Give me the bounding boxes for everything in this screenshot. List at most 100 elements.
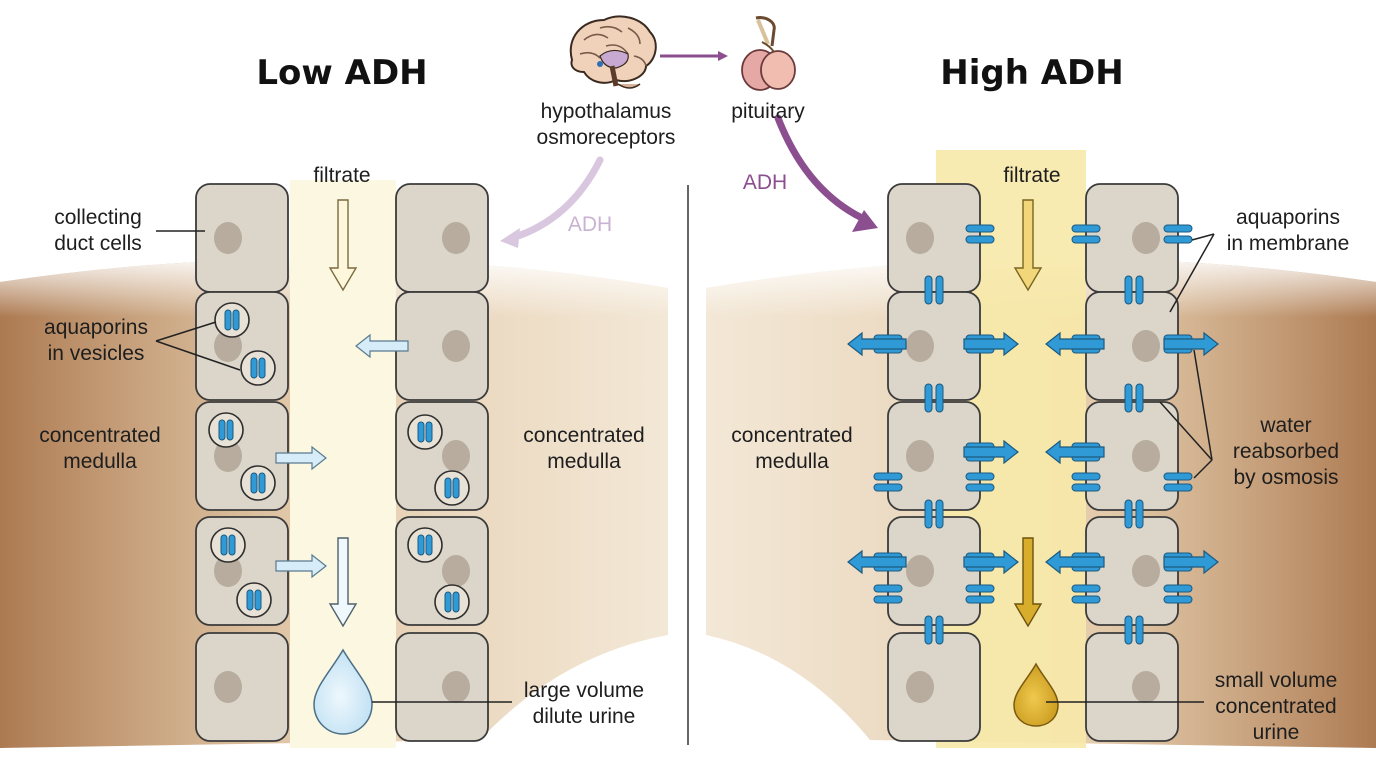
water-arrow bbox=[963, 439, 1019, 465]
membrane-aquaporin bbox=[1163, 235, 1193, 244]
vesicles-label-line1: aquaporins bbox=[44, 316, 148, 339]
vesicle-aquaporin bbox=[224, 309, 232, 331]
cell-nucleus bbox=[442, 671, 470, 703]
vesicle-layer bbox=[208, 302, 470, 620]
dilute-urine-label-line2: dilute urine bbox=[533, 705, 636, 728]
adh-arrow-high bbox=[774, 114, 866, 222]
aquaporin-vesicle bbox=[434, 470, 470, 506]
membrane-aquaporin bbox=[873, 483, 903, 492]
membrane-aquaporin bbox=[1135, 275, 1144, 305]
vesicle-aquaporin bbox=[258, 357, 266, 379]
cell-nucleus bbox=[214, 555, 242, 587]
membrane-aquaporin bbox=[924, 499, 933, 529]
cell-nucleus bbox=[1132, 330, 1160, 362]
water-arrow-faint bbox=[355, 333, 409, 359]
membrane-aquaporin bbox=[1163, 472, 1193, 481]
membrane-aquaporin bbox=[1071, 595, 1101, 604]
adh-arrow-high-head bbox=[852, 210, 878, 232]
water-arrow bbox=[1045, 331, 1105, 357]
aquaporin-vesicle bbox=[214, 302, 250, 338]
filtrate-flow-arrows bbox=[328, 199, 1043, 628]
medulla-right-label-line2: medulla bbox=[547, 450, 621, 473]
water-arrow-layer bbox=[275, 331, 1219, 579]
vesicle-aquaporin bbox=[246, 589, 254, 611]
vesicle-aquaporin bbox=[228, 534, 236, 556]
water-label-line3: by osmosis bbox=[1233, 466, 1338, 489]
membrane-aquaporin bbox=[965, 472, 995, 481]
membrane-aquaporin bbox=[1163, 584, 1193, 593]
water-arrow bbox=[847, 331, 907, 357]
cell-nucleus bbox=[214, 440, 242, 472]
membrane-aquaporin bbox=[1135, 615, 1144, 645]
water-arrow bbox=[1163, 331, 1219, 357]
membrane-aquaporin bbox=[1124, 615, 1133, 645]
membrane-aquaporin bbox=[1071, 472, 1101, 481]
concentrated-urine-label-line1: small volume bbox=[1215, 669, 1338, 692]
membrane-aquaporin bbox=[1071, 224, 1101, 233]
pituitary-gland-icon bbox=[741, 16, 796, 91]
pituitary-label: pituitary bbox=[731, 100, 805, 123]
medulla-right-label-line1: concentrated bbox=[523, 424, 644, 447]
membrane-aquaporin bbox=[965, 584, 995, 593]
water-arrow bbox=[963, 549, 1019, 575]
membrane-aquaporin bbox=[1071, 235, 1101, 244]
membrane-aquaporin bbox=[935, 615, 944, 645]
membrane-aquaporin bbox=[1071, 483, 1101, 492]
medulla-left-label-line2: medulla bbox=[63, 450, 137, 473]
vesicle-aquaporin bbox=[452, 477, 460, 499]
membrane-aquaporin bbox=[1124, 383, 1133, 413]
vesicle-aquaporin bbox=[425, 534, 433, 556]
cell-nucleus bbox=[906, 555, 934, 587]
filtrate-arrow-low-top bbox=[328, 199, 358, 292]
aquaporin-vesicle bbox=[434, 584, 470, 620]
brain-icon bbox=[569, 15, 657, 89]
cell-nucleus bbox=[442, 330, 470, 362]
water-label-line1: water bbox=[1259, 414, 1311, 437]
vesicle-aquaporin bbox=[444, 591, 452, 613]
cell-nucleus bbox=[442, 222, 470, 254]
water-arrow bbox=[1163, 549, 1219, 575]
membrane-aquaporin bbox=[1124, 275, 1133, 305]
membrane-aquaporin bbox=[873, 595, 903, 604]
membrane-aquaporin bbox=[924, 383, 933, 413]
water-arrow-faint bbox=[275, 445, 327, 471]
adh-label-high: ADH bbox=[743, 171, 787, 194]
membrane-aquaporin bbox=[935, 383, 944, 413]
hypothalamus-label-line2: osmoreceptors bbox=[537, 126, 676, 149]
membrane-aquaporin bbox=[1135, 499, 1144, 529]
medulla-left-label-line1: concentrated bbox=[39, 424, 160, 447]
vesicle-aquaporin bbox=[444, 477, 452, 499]
membrane-aquaporin bbox=[965, 235, 995, 244]
concentrated-urine-label-line2: concentrated bbox=[1215, 695, 1336, 718]
vesicle-aquaporin bbox=[254, 589, 262, 611]
cell-nucleus bbox=[214, 222, 242, 254]
membrane-aquaporin bbox=[965, 224, 995, 233]
membrane-aquaporin bbox=[1135, 383, 1144, 413]
membrane-aquaporin bbox=[965, 483, 995, 492]
vesicle-aquaporin bbox=[232, 309, 240, 331]
membrane-aquaporin bbox=[924, 615, 933, 645]
collecting-duct-label-line1: collecting bbox=[54, 206, 142, 229]
membrane-aquaporin bbox=[1124, 499, 1133, 529]
cell-nucleus bbox=[214, 671, 242, 703]
leader-lines bbox=[155, 230, 1215, 703]
membrane-aquaporin bbox=[1071, 584, 1101, 593]
cell-nucleus bbox=[906, 222, 934, 254]
filtrate-label-high: filtrate bbox=[1003, 164, 1060, 187]
cell-nucleus bbox=[1132, 440, 1160, 472]
membrane-aquaporin bbox=[873, 584, 903, 593]
vesicle-aquaporin bbox=[417, 421, 425, 443]
vesicle-aquaporin bbox=[258, 472, 266, 494]
filtrate-label-low: filtrate bbox=[313, 164, 370, 187]
aquaporin-vesicle bbox=[208, 412, 244, 448]
membrane-aquaporin bbox=[873, 472, 903, 481]
water-arrow bbox=[963, 331, 1019, 357]
water-arrow bbox=[1045, 439, 1105, 465]
cell-nucleus bbox=[906, 671, 934, 703]
cell-nucleus bbox=[214, 330, 242, 362]
membrane-aquaporin bbox=[1163, 483, 1193, 492]
dilute-urine-drop bbox=[313, 648, 373, 735]
aquaporin-vesicle bbox=[240, 350, 276, 386]
vesicle-aquaporin bbox=[452, 591, 460, 613]
